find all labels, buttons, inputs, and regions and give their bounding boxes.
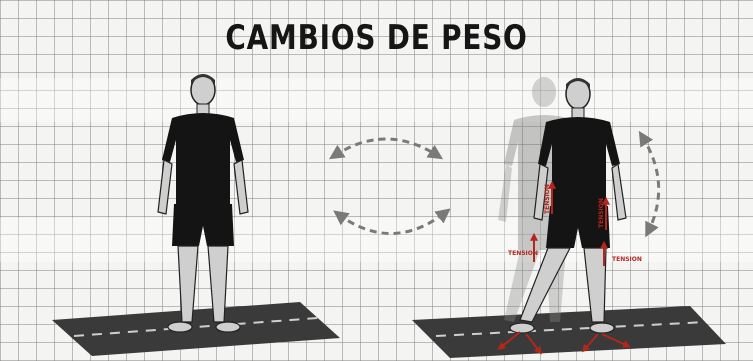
figure-shirt	[538, 117, 620, 206]
board-center-line-left	[73, 317, 319, 337]
tension-arrow-icon	[581, 333, 599, 353]
balance-board-right	[412, 306, 726, 358]
tension-arrow-icon	[497, 331, 521, 350]
tension-label: TENSION	[508, 250, 538, 257]
figure-shorts	[546, 206, 610, 248]
curved-dashed-arrow-icon	[333, 208, 451, 235]
watermark-band-top	[0, 78, 753, 122]
figure-standing-left	[157, 74, 249, 333]
balance-board-left	[52, 302, 340, 356]
curved-dashed-arrow-icon	[328, 137, 444, 160]
curved-dashed-arrow-icon	[638, 130, 661, 238]
figure-shorts	[172, 204, 234, 246]
board-center-line-right	[435, 321, 707, 337]
tension-arrow-icon	[601, 333, 631, 348]
tension-label: TENSION	[544, 184, 551, 214]
figure-shirt	[162, 113, 244, 204]
tension-label: TENSION	[612, 256, 642, 263]
tension-arrow-icon	[525, 333, 542, 355]
figure-weight-shift-right	[509, 78, 627, 334]
page-title: CAMBIOS DE PESO	[225, 18, 528, 58]
tension-label: TENSION	[598, 198, 605, 228]
